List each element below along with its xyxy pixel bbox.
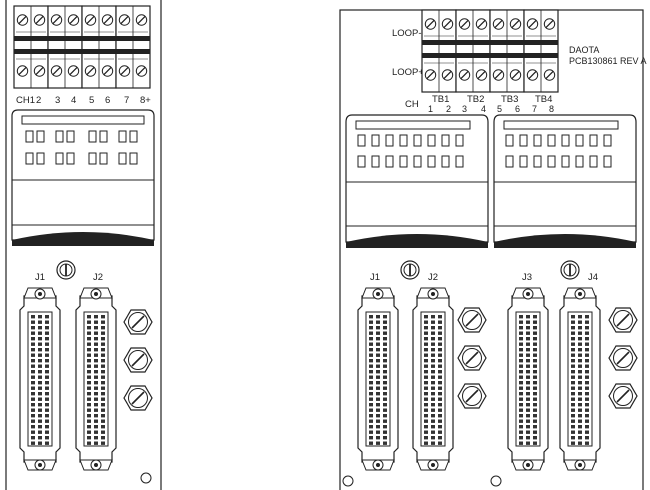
- left-header-housing: [11, 109, 155, 246]
- right-board-screw-icon: [400, 260, 420, 280]
- right-terminal-number: 5: [497, 104, 502, 114]
- right-connector-label: J1: [370, 272, 380, 283]
- right-terminal-number: 7: [532, 104, 537, 114]
- left-terminal-number: 8+: [140, 95, 151, 106]
- left-ch-label: CH1: [16, 95, 35, 106]
- terminal-block-label: TB2: [467, 94, 484, 105]
- left-connector-label: J2: [93, 272, 103, 283]
- right-connector-label: J3: [522, 272, 532, 283]
- right-terminal-number: 6: [515, 104, 520, 114]
- right-header-housing-2: [493, 114, 637, 248]
- terminal-block-label: TB4: [535, 94, 552, 105]
- model-label: DAOTA: [569, 45, 599, 55]
- left-terminal-number: 7: [124, 95, 129, 106]
- right-mount-hole: [490, 475, 502, 487]
- right-terminal-block: [422, 10, 558, 92]
- right-connector-j4: [560, 288, 600, 470]
- left-terminal-number: 4: [71, 95, 76, 106]
- pcb-revision-label: PCB130861 REV A: [569, 56, 647, 66]
- left-mount-hole: [140, 472, 152, 484]
- terminal-block-label: TB3: [501, 94, 518, 105]
- right-terminal-number: 2: [446, 104, 451, 114]
- left-terminal-number: 2: [36, 95, 41, 106]
- left-terminal-number: 5: [89, 95, 94, 106]
- left-terminal-block: [14, 6, 150, 88]
- left-board: CH1 2 3 4 5 6 7 8+: [5, 0, 162, 490]
- left-connector-j1: [20, 288, 60, 470]
- right-terminal-number: 4: [481, 104, 486, 114]
- right-board: LOOP- LOOP+ DAOTA PCB130861 REV A CH TB1…: [339, 9, 647, 490]
- loop-minus-label: LOOP-: [392, 28, 422, 39]
- right-connector-j2: [413, 288, 453, 470]
- right-terminal-number: 3: [462, 104, 467, 114]
- right-board-screw-icon: [560, 260, 580, 280]
- right-connector-label: J2: [428, 272, 438, 283]
- terminal-block-label: TB1: [432, 94, 449, 105]
- left-terminal-number: 3: [55, 95, 60, 106]
- left-board-screw-icon: [56, 260, 76, 280]
- right-ch-label: CH: [405, 99, 419, 110]
- right-connector-j3: [508, 288, 548, 470]
- right-header-housing-1: [345, 114, 489, 248]
- right-connector-j1: [358, 288, 398, 470]
- left-connector-label: J1: [35, 272, 45, 283]
- right-mount-hole: [342, 475, 354, 487]
- left-terminal-number: 6: [105, 95, 110, 106]
- right-terminal-number: 1: [428, 104, 433, 114]
- right-connector-label: J4: [588, 272, 598, 283]
- loop-plus-label: LOOP+: [392, 67, 424, 78]
- left-connector-j2: [76, 288, 116, 470]
- right-terminal-number: 8: [549, 104, 554, 114]
